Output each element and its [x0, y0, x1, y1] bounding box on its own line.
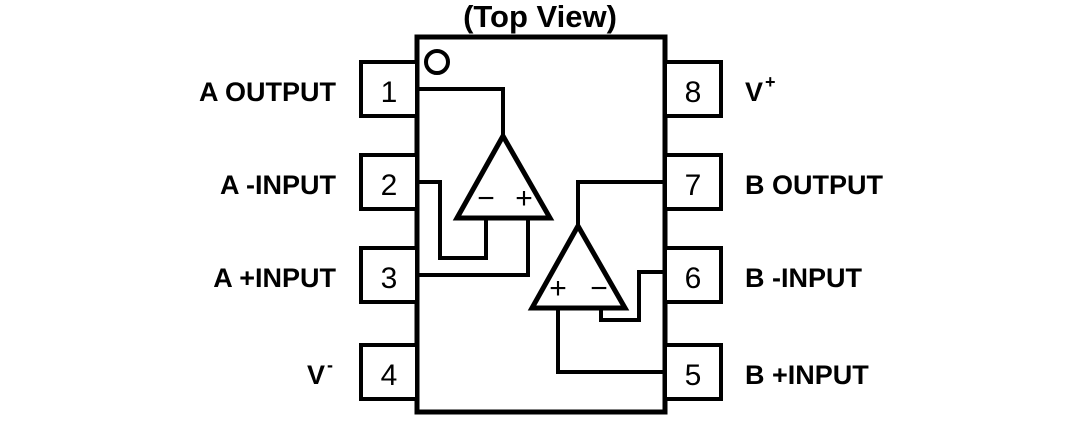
pin-number-4: 4	[381, 359, 398, 392]
pin-label-8-group: V +	[745, 72, 776, 107]
pin1-marker-icon	[424, 49, 450, 75]
pin-box-6[interactable]	[663, 246, 723, 304]
pin-number-8: 8	[685, 76, 702, 109]
wire-pin6-to-amp-b-inverting	[599, 270, 665, 322]
pin-label-5: B +INPUT	[745, 360, 869, 390]
pin-number-5: 5	[685, 359, 702, 392]
pin-box-3[interactable]	[359, 246, 419, 304]
amplifier-a-inverting-sign: −	[477, 182, 495, 215]
pin-label-8: V	[745, 77, 763, 107]
wire-pin7-to-amp-b-output	[576, 180, 665, 228]
pin-box-2[interactable]	[359, 153, 419, 211]
pin-number-7: 7	[685, 169, 702, 202]
pin-box-4[interactable]	[359, 343, 419, 401]
wire-pin1-to-amp-a-output	[417, 87, 505, 138]
wire-pin3-to-amp-a-noninverting	[417, 218, 530, 277]
pin-label-2: A -INPUT	[220, 170, 336, 200]
amplifier-a-noninverting-sign: +	[515, 182, 533, 215]
pin-box-1[interactable]	[359, 60, 419, 118]
amplifier-b-noninverting-sign: +	[549, 272, 567, 305]
pin-label-4: V	[307, 360, 325, 390]
amplifier-b-symbol	[527, 220, 630, 311]
wire-pin2-to-amp-a-inverting	[417, 180, 488, 260]
pin-label-1: A OUTPUT	[199, 77, 336, 107]
top-view-title: (Top View)	[463, 0, 617, 34]
pin-label-4-superscript: -	[327, 355, 333, 375]
pin-number-3: 3	[381, 262, 398, 295]
pin-label-6: B -INPUT	[745, 263, 862, 293]
amplifier-a-symbol	[452, 130, 555, 221]
ic-package-body	[414, 34, 668, 415]
pin-label-8-superscript: +	[765, 72, 776, 92]
pin-label-4-group: V -	[307, 355, 333, 390]
pin-label-7: B OUTPUT	[745, 170, 884, 200]
pin-number-1: 1	[381, 76, 398, 109]
wire-pin5-to-amp-b-noninverting	[556, 308, 665, 374]
amplifier-b-inverting-sign: −	[590, 272, 608, 305]
pin-box-8[interactable]	[663, 60, 723, 118]
pin-label-3: A +INPUT	[213, 263, 336, 293]
pin-number-6: 6	[685, 262, 702, 295]
pin-number-2: 2	[381, 169, 398, 202]
